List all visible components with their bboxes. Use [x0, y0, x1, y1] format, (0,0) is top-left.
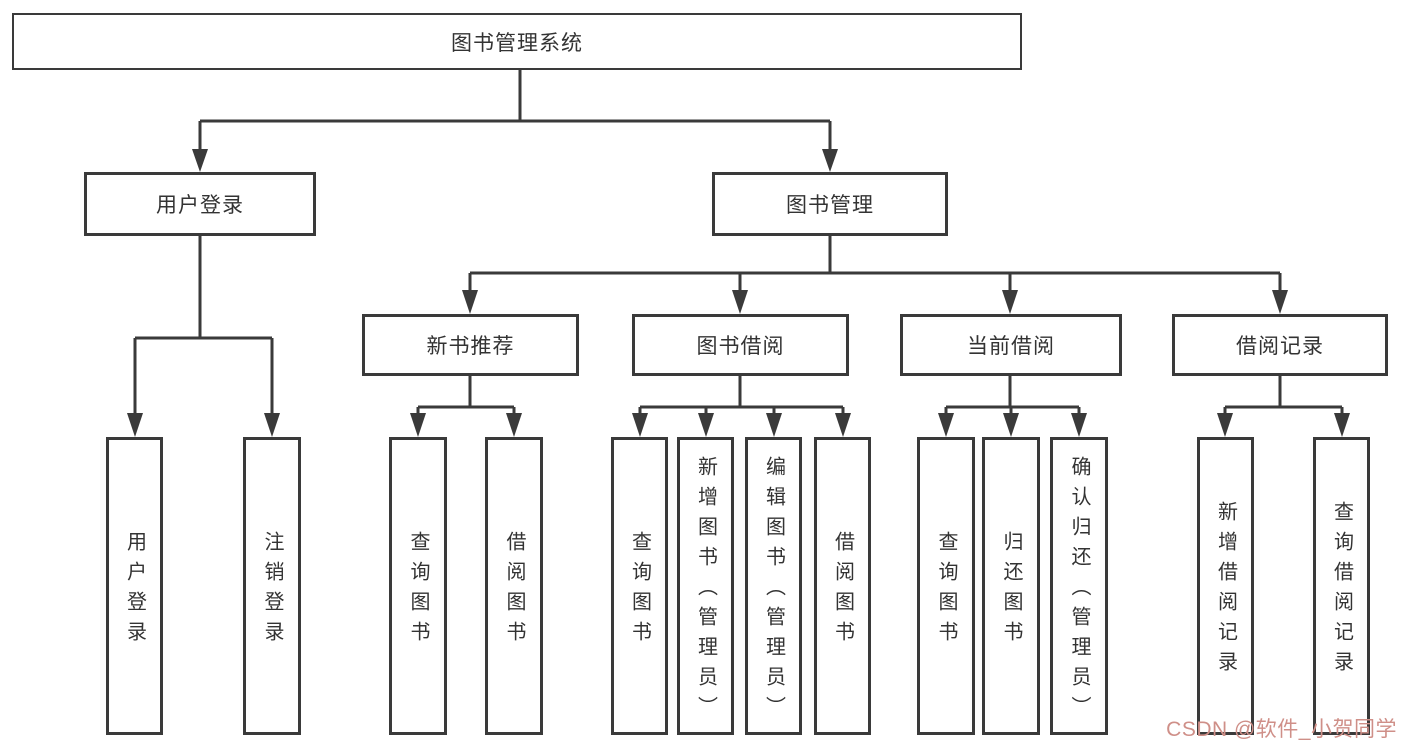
- leaf-current-query-books: 查询图书: [917, 437, 975, 735]
- node-label: 查询图书: [628, 531, 651, 651]
- node-label: 借阅图书: [831, 531, 854, 651]
- node-user-login: 用户登录: [84, 172, 316, 236]
- node-borrowing-records: 借阅记录: [1172, 314, 1388, 376]
- node-label: 图书管理: [786, 194, 874, 217]
- leaf-current-return-books: 归还图书: [982, 437, 1040, 735]
- node-label: 查询图书: [407, 531, 429, 651]
- node-label: 图书管理系统: [451, 31, 583, 55]
- leaf-borrowing-borrow-books: 借阅图书: [814, 437, 871, 735]
- node-label: 图书借阅: [696, 335, 785, 358]
- node-label: 归还图书: [1000, 531, 1022, 651]
- leaf-current-confirm-return-admin: 确认归还（管理员）: [1050, 437, 1108, 735]
- node-label: 查询借阅记录: [1330, 501, 1353, 681]
- node-label: 借阅记录: [1236, 335, 1324, 358]
- node-label: 用户登录: [123, 531, 146, 651]
- leaf-user-login: 用户登录: [106, 437, 163, 735]
- node-book-management: 图书管理: [712, 172, 948, 236]
- node-label: 新书推荐: [426, 335, 515, 358]
- node-label: 当前借阅: [967, 335, 1055, 358]
- node-current-borrowing: 当前借阅: [900, 314, 1122, 376]
- node-book-borrowing: 图书借阅: [632, 314, 849, 376]
- leaf-borrowing-edit-books-admin: 编辑图书（管理员）: [745, 437, 802, 735]
- leaf-newbook-query-books: 查询图书: [389, 437, 447, 735]
- node-new-book-recommendation: 新书推荐: [362, 314, 579, 376]
- leaf-records-add-borrow-record: 新增借阅记录: [1197, 437, 1254, 735]
- leaf-newbook-borrow-books: 借阅图书: [485, 437, 543, 735]
- leaf-borrowing-add-books-admin: 新增图书（管理员）: [677, 437, 734, 735]
- leaf-borrowing-query-books: 查询图书: [611, 437, 668, 735]
- leaf-records-query-borrow-record: 查询借阅记录: [1313, 437, 1370, 735]
- node-library-management-system: 图书管理系统: [12, 13, 1022, 70]
- node-label: 新增借阅记录: [1214, 501, 1237, 681]
- node-label: 确认归还（管理员）: [1068, 456, 1090, 726]
- node-label: 编辑图书（管理员）: [762, 456, 785, 726]
- node-label: 注销登录: [261, 531, 283, 651]
- leaf-logout: 注销登录: [243, 437, 301, 735]
- node-label: 用户登录: [156, 194, 244, 217]
- node-label: 查询图书: [935, 531, 957, 651]
- node-label: 新增图书（管理员）: [694, 456, 717, 726]
- csdn-watermark: CSDN @软件_小贺同学: [1166, 718, 1397, 741]
- arrowheads: [127, 149, 1350, 437]
- node-label: 借阅图书: [503, 531, 525, 651]
